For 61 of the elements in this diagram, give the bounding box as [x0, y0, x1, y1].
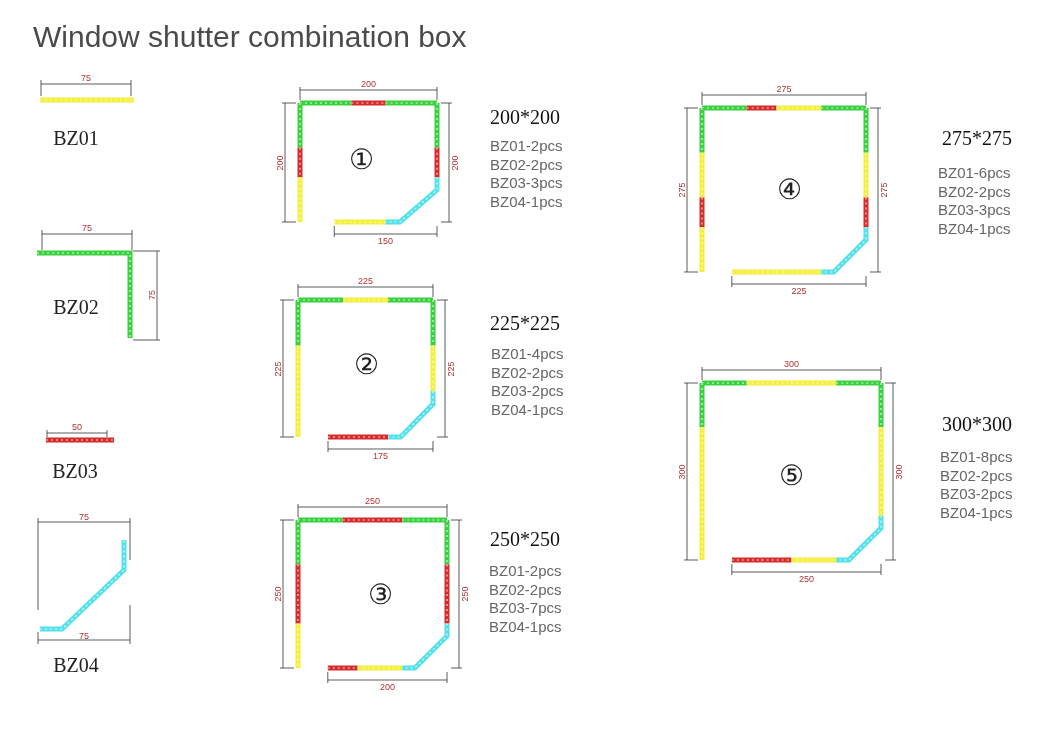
dimension-value: 250: [798, 574, 814, 584]
dimension-value: 75: [81, 73, 91, 83]
title: Window shutter combination box: [33, 22, 467, 52]
dimension-value: 225: [358, 276, 373, 286]
part-count: BZ04-1pcs: [938, 220, 1011, 236]
dimension-value: 75: [82, 223, 92, 233]
assembly-number: ①: [348, 146, 374, 174]
assembly-number: ③: [367, 581, 393, 609]
dimension-value: 225: [273, 361, 283, 376]
dimension-value: 250: [273, 586, 283, 602]
part-count: BZ01-2pcs: [489, 563, 562, 578]
part-count: BZ04-1pcs: [489, 618, 562, 634]
part-count: BZ01-6pcs: [938, 165, 1011, 180]
part-count: BZ01-2pcs: [490, 138, 563, 153]
dimension-value: 275: [677, 182, 687, 198]
dimension-value: 275: [879, 182, 889, 198]
dimension-value: 200: [379, 682, 395, 692]
part-count: BZ01-4pcs: [491, 346, 564, 361]
assembly-number: ②: [353, 351, 379, 379]
dimension-value: 75: [79, 631, 89, 641]
dimension-value: 300: [677, 464, 687, 479]
dimension-value: 300: [894, 464, 904, 479]
part-code: BZ04: [53, 655, 99, 675]
dimension-value: 175: [373, 451, 388, 461]
part-code: BZ03: [52, 461, 98, 481]
part-count: BZ03-2pcs: [940, 486, 1013, 502]
size-label: 200*200: [490, 107, 560, 127]
part-count: BZ02-2pcs: [938, 183, 1011, 199]
dimension-value: 225: [446, 361, 456, 376]
dimension-value: 250: [365, 496, 380, 506]
dimension-value: 200: [361, 79, 376, 89]
dimension-value: 75: [147, 290, 157, 300]
part-count: BZ03-2pcs: [491, 383, 564, 399]
size-label: 225*225: [490, 313, 560, 333]
dimension-value: 75: [79, 512, 89, 522]
size-label: 300*300: [942, 414, 1012, 434]
part-code: BZ01: [53, 128, 99, 148]
part-count: BZ03-3pcs: [938, 202, 1011, 218]
dimension-value: 225: [791, 286, 807, 296]
part-count: BZ02-2pcs: [490, 156, 563, 172]
size-label: 275*275: [942, 128, 1012, 148]
part-count: BZ02-2pcs: [489, 581, 562, 597]
part-count: BZ01-8pcs: [940, 449, 1013, 464]
part-count: BZ04-1pcs: [491, 401, 564, 417]
part-count: BZ02-2pcs: [491, 364, 564, 380]
dimension-value: 200: [275, 155, 285, 170]
dimension-value: 50: [72, 422, 82, 432]
part-count: BZ03-3pcs: [490, 175, 563, 191]
dimension-value: 250: [460, 586, 470, 602]
dimension-value: 275: [776, 84, 792, 94]
dimension-value: 200: [450, 155, 460, 170]
part-count: BZ04-1pcs: [940, 504, 1013, 520]
size-label: 250*250: [490, 529, 560, 549]
dimension-value: 300: [784, 359, 799, 369]
part-code: BZ02: [53, 297, 99, 317]
assembly-number: ④: [776, 176, 802, 204]
part-count: BZ04-1pcs: [490, 193, 563, 209]
assembly-number: ⑤: [778, 462, 804, 490]
part-count: BZ03-7pcs: [489, 600, 562, 616]
dimension-value: 150: [378, 236, 394, 246]
part-count: BZ02-2pcs: [940, 467, 1013, 483]
